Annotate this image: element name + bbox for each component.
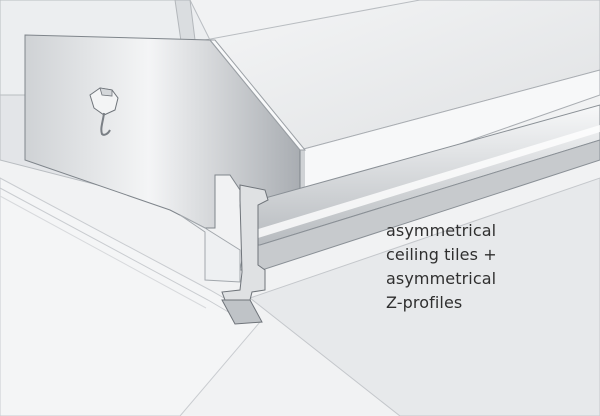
caption-line-4: Z-profiles bbox=[386, 293, 463, 312]
caption-line-1: asymmetrical bbox=[386, 221, 497, 240]
lower-right-tile bbox=[248, 177, 600, 416]
diagram-caption: asymmetrical ceiling tiles + asymmetrica… bbox=[386, 219, 586, 315]
hanger-clip bbox=[89, 87, 119, 136]
notch-block bbox=[179, 214, 241, 283]
caption-line-3: asymmetrical bbox=[386, 269, 497, 288]
z-profile-rail bbox=[221, 104, 600, 325]
caption-line-2: ceiling tiles + bbox=[386, 245, 497, 264]
